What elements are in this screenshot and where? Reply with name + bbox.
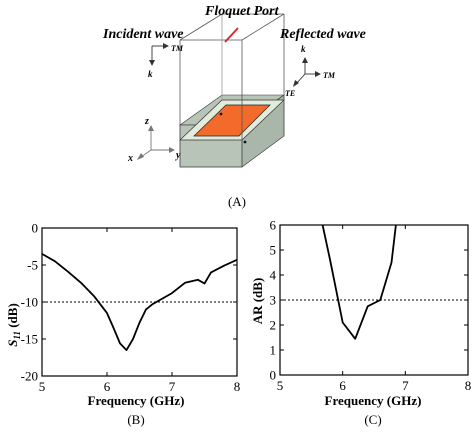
reflected-te-label: TE (285, 89, 295, 98)
air-box (179, 13, 285, 168)
floquet-port-label: Floquet Port (204, 4, 280, 19)
ar-xtick-label: 8 (465, 378, 472, 393)
s11-ytick-label: -5 (27, 258, 38, 273)
ar-xtick-label: 5 (277, 378, 284, 393)
ar-chart: 5 6 7 8 0 1 2 3 4 5 6 (270, 218, 472, 394)
ar-ytick-label: 4 (270, 268, 277, 283)
axis-z-label: z (144, 116, 149, 127)
ar-ytick-label: 2 (270, 318, 277, 333)
reflected-tm-label: TM (323, 71, 336, 80)
ar-xtick-label: 7 (402, 378, 409, 393)
panel-c-caption: (C) (364, 412, 381, 427)
s11-ytick-label: -10 (21, 295, 38, 310)
panel-a-caption: (A) (228, 194, 246, 209)
incident-wave-label: Incident wave (102, 27, 184, 42)
reflected-k-label: k (301, 44, 306, 54)
ar-ytick-label: 3 (270, 293, 277, 308)
incident-tm-label: TM (171, 44, 184, 53)
feed-point (219, 112, 223, 116)
incident-k-label: k (148, 69, 153, 79)
ar-ytick-label: 5 (270, 243, 277, 258)
s11-series-line (42, 253, 237, 352)
ar-series-line (321, 225, 397, 340)
patch (193, 104, 271, 137)
floquet-port-diagram: Floquet Port Incident wave Reflected wav… (102, 4, 366, 209)
reflected-wave-label: Reflected wave (279, 27, 366, 42)
feed-point (243, 140, 247, 144)
axis-x-label: x (127, 153, 133, 164)
s11-xtick-label: 7 (169, 379, 176, 394)
s11-ytick-label: 0 (32, 221, 39, 236)
s11-xtick-label: 6 (104, 379, 111, 394)
panel-b-caption: (B) (127, 412, 144, 427)
s11-ylabel-unit: (dB) (5, 303, 20, 331)
reflected-field-triad (293, 57, 321, 87)
s11-ytick-label: -20 (21, 369, 38, 384)
s11-ylabel-sub: 11 (12, 331, 22, 340)
ar-ytick-label: 0 (270, 368, 277, 383)
ar-xlabel: Frequency (GHz) (325, 393, 422, 408)
floquet-port-marker (224, 27, 239, 43)
s11-chart: 5 6 7 8 0 -5 -10 -15 -20 (21, 221, 241, 395)
ar-ylabel: AR (dB) (250, 278, 265, 325)
s11-xtick-label: 8 (234, 379, 241, 394)
s11-ylabel-main: S (5, 340, 20, 347)
coordinate-axes (137, 125, 175, 160)
ar-xtick-label: 6 (339, 378, 346, 393)
ar-ytick-label: 1 (270, 343, 277, 358)
axis-y-label: y (175, 150, 181, 161)
s11-xtick-label: 5 (39, 379, 46, 394)
s11-ytick-label: -15 (21, 332, 38, 347)
incident-field-triad (149, 43, 169, 66)
s11-ylabel: S11 (dB) (5, 303, 22, 347)
s11-xlabel: Frequency (GHz) (88, 393, 185, 408)
ar-ytick-label: 6 (270, 218, 277, 233)
